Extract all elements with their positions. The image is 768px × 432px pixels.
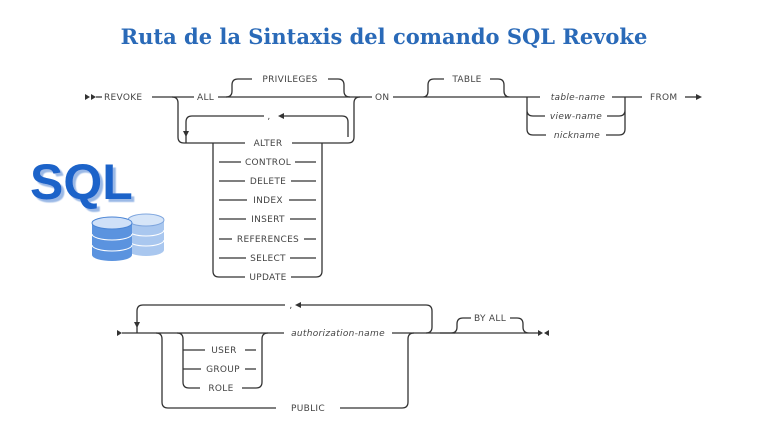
keyword-all: ALL xyxy=(197,93,214,103)
grantee-role: ROLE xyxy=(208,384,233,394)
privilege-select: SELECT xyxy=(250,254,286,264)
grantee-syntax-path: USER GROUP ROLE authorization-name PUBLI… xyxy=(117,301,549,414)
database-icon xyxy=(91,213,165,261)
privilege-references: REFERENCES xyxy=(237,235,299,245)
keyword-public: PUBLIC xyxy=(291,404,325,414)
privilege-update: UPDATE xyxy=(249,273,286,283)
privilege-rows xyxy=(219,161,316,278)
privilege-index: INDEX xyxy=(253,196,283,206)
keyword-by-all: BY ALL xyxy=(474,314,506,324)
comma-separator: , xyxy=(289,301,292,311)
keyword-privileges: PRIVILEGES xyxy=(262,75,317,85)
privilege-insert: INSERT xyxy=(251,215,285,225)
grantee-user: USER xyxy=(211,346,236,356)
privilege-alter: ALTER xyxy=(254,139,283,149)
privilege-control: CONTROL xyxy=(245,158,291,168)
comma-separator: , xyxy=(267,112,270,122)
keyword-revoke: REVOKE xyxy=(104,93,142,103)
revoke-syntax-path: REVOKE ALL PRIVILEGES , ALTER CONTROL DE… xyxy=(85,75,702,283)
authorization-name: authorization-name xyxy=(291,329,385,339)
sql-logo-text: SQL xyxy=(30,154,133,210)
grantee-group: GROUP xyxy=(206,365,240,375)
keyword-from: FROM xyxy=(650,93,677,103)
page-title: Ruta de la Sintaxis del comando SQL Revo… xyxy=(120,24,648,49)
sql-logo: SQL xyxy=(30,154,133,210)
object-nickname: nickname xyxy=(554,131,600,141)
keyword-table: TABLE xyxy=(451,75,481,85)
object-table-name: table-name xyxy=(551,93,606,103)
object-view-name: view-name xyxy=(550,112,602,122)
privilege-delete: DELETE xyxy=(250,177,286,187)
keyword-on: ON xyxy=(375,93,389,103)
